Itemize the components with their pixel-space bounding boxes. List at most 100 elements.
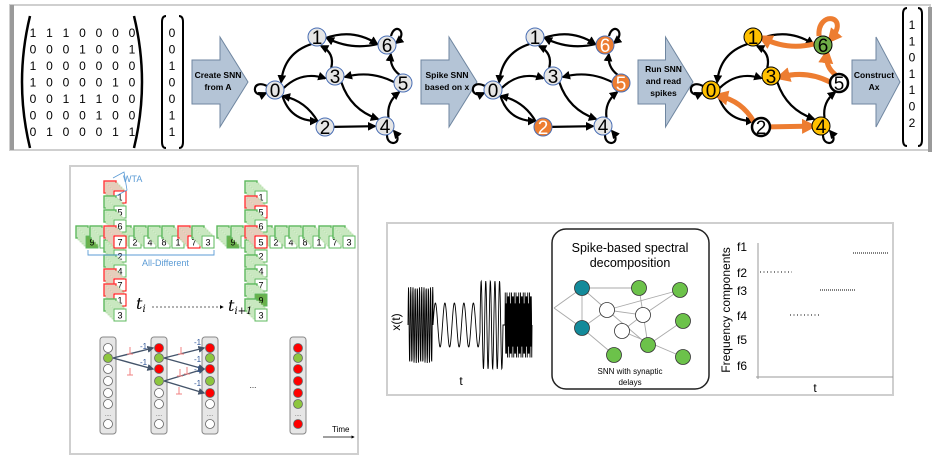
cell-digit: 8 xyxy=(161,238,166,248)
neuron-stack: 5 xyxy=(244,225,268,249)
matrix-cell: 0 xyxy=(79,125,86,139)
neuron xyxy=(103,353,113,363)
self-loop-edge xyxy=(471,83,486,100)
node-1 xyxy=(743,27,763,47)
node-label: 3 xyxy=(330,67,341,88)
column-ellipsis: .... xyxy=(295,412,302,418)
neuron xyxy=(205,353,215,363)
spike-glyph-icon xyxy=(184,367,190,375)
matrix-cell: 0 xyxy=(46,76,53,90)
subscript: i xyxy=(142,304,145,315)
cell-digit: 9 xyxy=(230,238,235,248)
arrow-label: Ax xyxy=(869,82,880,92)
node-label: 2 xyxy=(320,118,331,139)
vector-entry: 0 xyxy=(169,43,176,57)
arrow-label: from A xyxy=(204,82,231,92)
node-3 xyxy=(325,66,345,86)
node-label: 6 xyxy=(818,36,829,57)
node-label: 6 xyxy=(382,36,393,57)
output-entry: 1 xyxy=(909,34,916,48)
panel-shadow xyxy=(928,7,932,152)
neuron-stack: 6 xyxy=(230,225,254,249)
node-label: 0 xyxy=(270,81,281,102)
snn-caption-line2: delays xyxy=(618,378,641,387)
active-edge xyxy=(769,118,818,134)
cell-digit: 6 xyxy=(258,222,263,232)
bracket xyxy=(178,15,184,149)
spike-glyph-icon xyxy=(177,369,183,377)
time-step-t-next: ti+1 xyxy=(228,296,252,317)
output-entry: 2 xyxy=(909,116,916,130)
edge xyxy=(551,121,595,131)
neuron xyxy=(154,419,164,429)
edge xyxy=(385,52,401,76)
matrix-cell: 1 xyxy=(79,92,86,106)
snn-neuron xyxy=(640,337,656,353)
node-label: 6 xyxy=(600,36,611,57)
cell-digit: 3 xyxy=(117,311,122,321)
cell-digit: 3 xyxy=(258,311,263,321)
cell-digit: 4 xyxy=(258,267,263,277)
edge xyxy=(499,93,537,123)
neuron-stack: 3 xyxy=(244,298,268,322)
neuron xyxy=(154,353,164,363)
node-6 xyxy=(377,35,397,55)
matrix-cell: 0 xyxy=(79,26,86,40)
edge xyxy=(537,45,552,69)
inhibitory-connection xyxy=(112,345,155,359)
left-paren xyxy=(20,15,32,149)
neuron-stack: 3 xyxy=(103,298,127,322)
matrix-cell: 0 xyxy=(79,109,86,123)
node-6 xyxy=(595,35,615,55)
vector-entry: 0 xyxy=(169,26,176,40)
cell-digit: 8 xyxy=(302,238,307,248)
arrow-label: Run SNN xyxy=(645,64,682,74)
node-label: 5 xyxy=(616,74,627,95)
neuron xyxy=(205,399,215,409)
cell-digit: 7 xyxy=(258,281,263,291)
arrow-label: and read xyxy=(646,76,681,86)
matrix-cell: 1 xyxy=(30,26,37,40)
matrix-cell: 0 xyxy=(63,43,70,57)
cell-digit: 4 xyxy=(288,238,293,248)
edge xyxy=(561,70,613,84)
node-4 xyxy=(811,116,831,136)
cell-digit: 4 xyxy=(147,238,152,248)
neuron xyxy=(154,343,164,353)
node-3 xyxy=(543,66,563,86)
matrix-cell: 0 xyxy=(30,109,37,123)
weight-label: -1 xyxy=(194,365,202,374)
node-label: 2 xyxy=(538,118,549,139)
matrix-cell: 0 xyxy=(79,76,86,90)
output-entry: 1 xyxy=(909,18,916,32)
cell-front xyxy=(113,235,127,249)
cell-digit: 1 xyxy=(316,238,321,248)
column-ellipsis: .... xyxy=(156,412,163,418)
matrix-cell: 0 xyxy=(96,43,103,57)
edge xyxy=(713,43,748,84)
cell-digit: 2 xyxy=(258,252,263,262)
output-entry: 1 xyxy=(909,67,916,81)
neuron-stack: 1 xyxy=(244,180,268,204)
neuron xyxy=(205,388,215,398)
bracket xyxy=(917,7,923,147)
node-label: 4 xyxy=(816,117,827,138)
node-4 xyxy=(375,116,395,136)
node-2 xyxy=(315,117,335,137)
matrix-cell: 0 xyxy=(96,125,103,139)
node-4 xyxy=(593,116,613,136)
node-1 xyxy=(307,27,327,47)
matrix-cell: 0 xyxy=(63,59,70,73)
inhibitory-connection xyxy=(112,357,155,371)
output-entry: 0 xyxy=(909,51,916,65)
neuron xyxy=(154,376,164,386)
edge xyxy=(343,70,395,84)
edge xyxy=(282,71,327,89)
freq-x-label: t xyxy=(813,381,817,395)
neuron-stack: 7 xyxy=(103,225,127,249)
self-loop-edge xyxy=(389,27,405,45)
matrix-cell: 0 xyxy=(63,76,70,90)
neuron-stack: 4 xyxy=(244,254,268,278)
